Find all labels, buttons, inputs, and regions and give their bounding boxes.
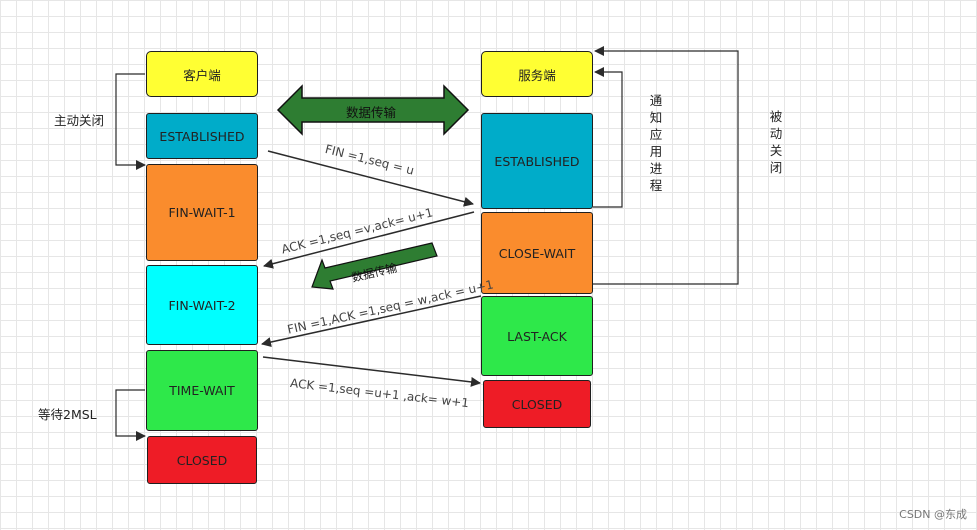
server-state-established: ESTABLISHED [481, 113, 593, 209]
server-title-box: 服务端 [481, 51, 593, 97]
active-close-label: 主动关闭 [54, 113, 105, 128]
client-state-closed: CLOSED [147, 436, 257, 484]
server-state-close-wait: CLOSE-WAIT [481, 212, 593, 294]
server-state-label: LAST-ACK [507, 328, 567, 344]
data-transfer-double-arrow [276, 84, 470, 136]
data-transfer-label: 数据传输 [346, 105, 397, 120]
fin-arrow [267, 150, 474, 207]
client-state-label: CLOSED [176, 452, 228, 468]
passive-close-loop [593, 46, 739, 285]
watermark: CSDN @东成 [899, 508, 967, 521]
client-title-box: 客户端 [146, 51, 258, 97]
client-state-label: FIN-WAIT-1 [168, 205, 236, 220]
ack-arrow-2 [262, 356, 481, 387]
client-state-label: ESTABLISHED [159, 128, 245, 144]
client-state-time-wait: TIME-WAIT [146, 350, 258, 431]
client-state-label: TIME-WAIT [169, 383, 235, 398]
server-state-label: CLOSE-WAIT [498, 245, 576, 261]
ack-arrow-1 [263, 211, 475, 269]
wait-2msl-loop [115, 389, 146, 441]
client-state-label: FIN-WAIT-2 [168, 297, 236, 313]
server-state-label: ESTABLISHED [494, 153, 580, 169]
server-state-last-ack: LAST-ACK [481, 296, 593, 376]
server-state-closed: CLOSED [483, 380, 591, 428]
client-state-fin-wait-1: FIN-WAIT-1 [146, 164, 258, 261]
client-title: 客户端 [183, 67, 221, 83]
wait-2msl-label: 等待2MSL [38, 407, 97, 422]
fin-ack-arrow [261, 295, 482, 347]
active-close-loop [115, 73, 146, 170]
passive-close-label: 被动关闭 [769, 109, 783, 175]
notify-app-label: 通知应用进程 [649, 93, 663, 193]
notify-loop [593, 67, 623, 208]
server-title: 服务端 [518, 67, 556, 83]
client-state-fin-wait-2: FIN-WAIT-2 [146, 265, 258, 345]
client-state-established: ESTABLISHED [146, 113, 258, 159]
server-state-label: CLOSED [511, 396, 563, 412]
data-transfer-arrow [311, 242, 438, 290]
